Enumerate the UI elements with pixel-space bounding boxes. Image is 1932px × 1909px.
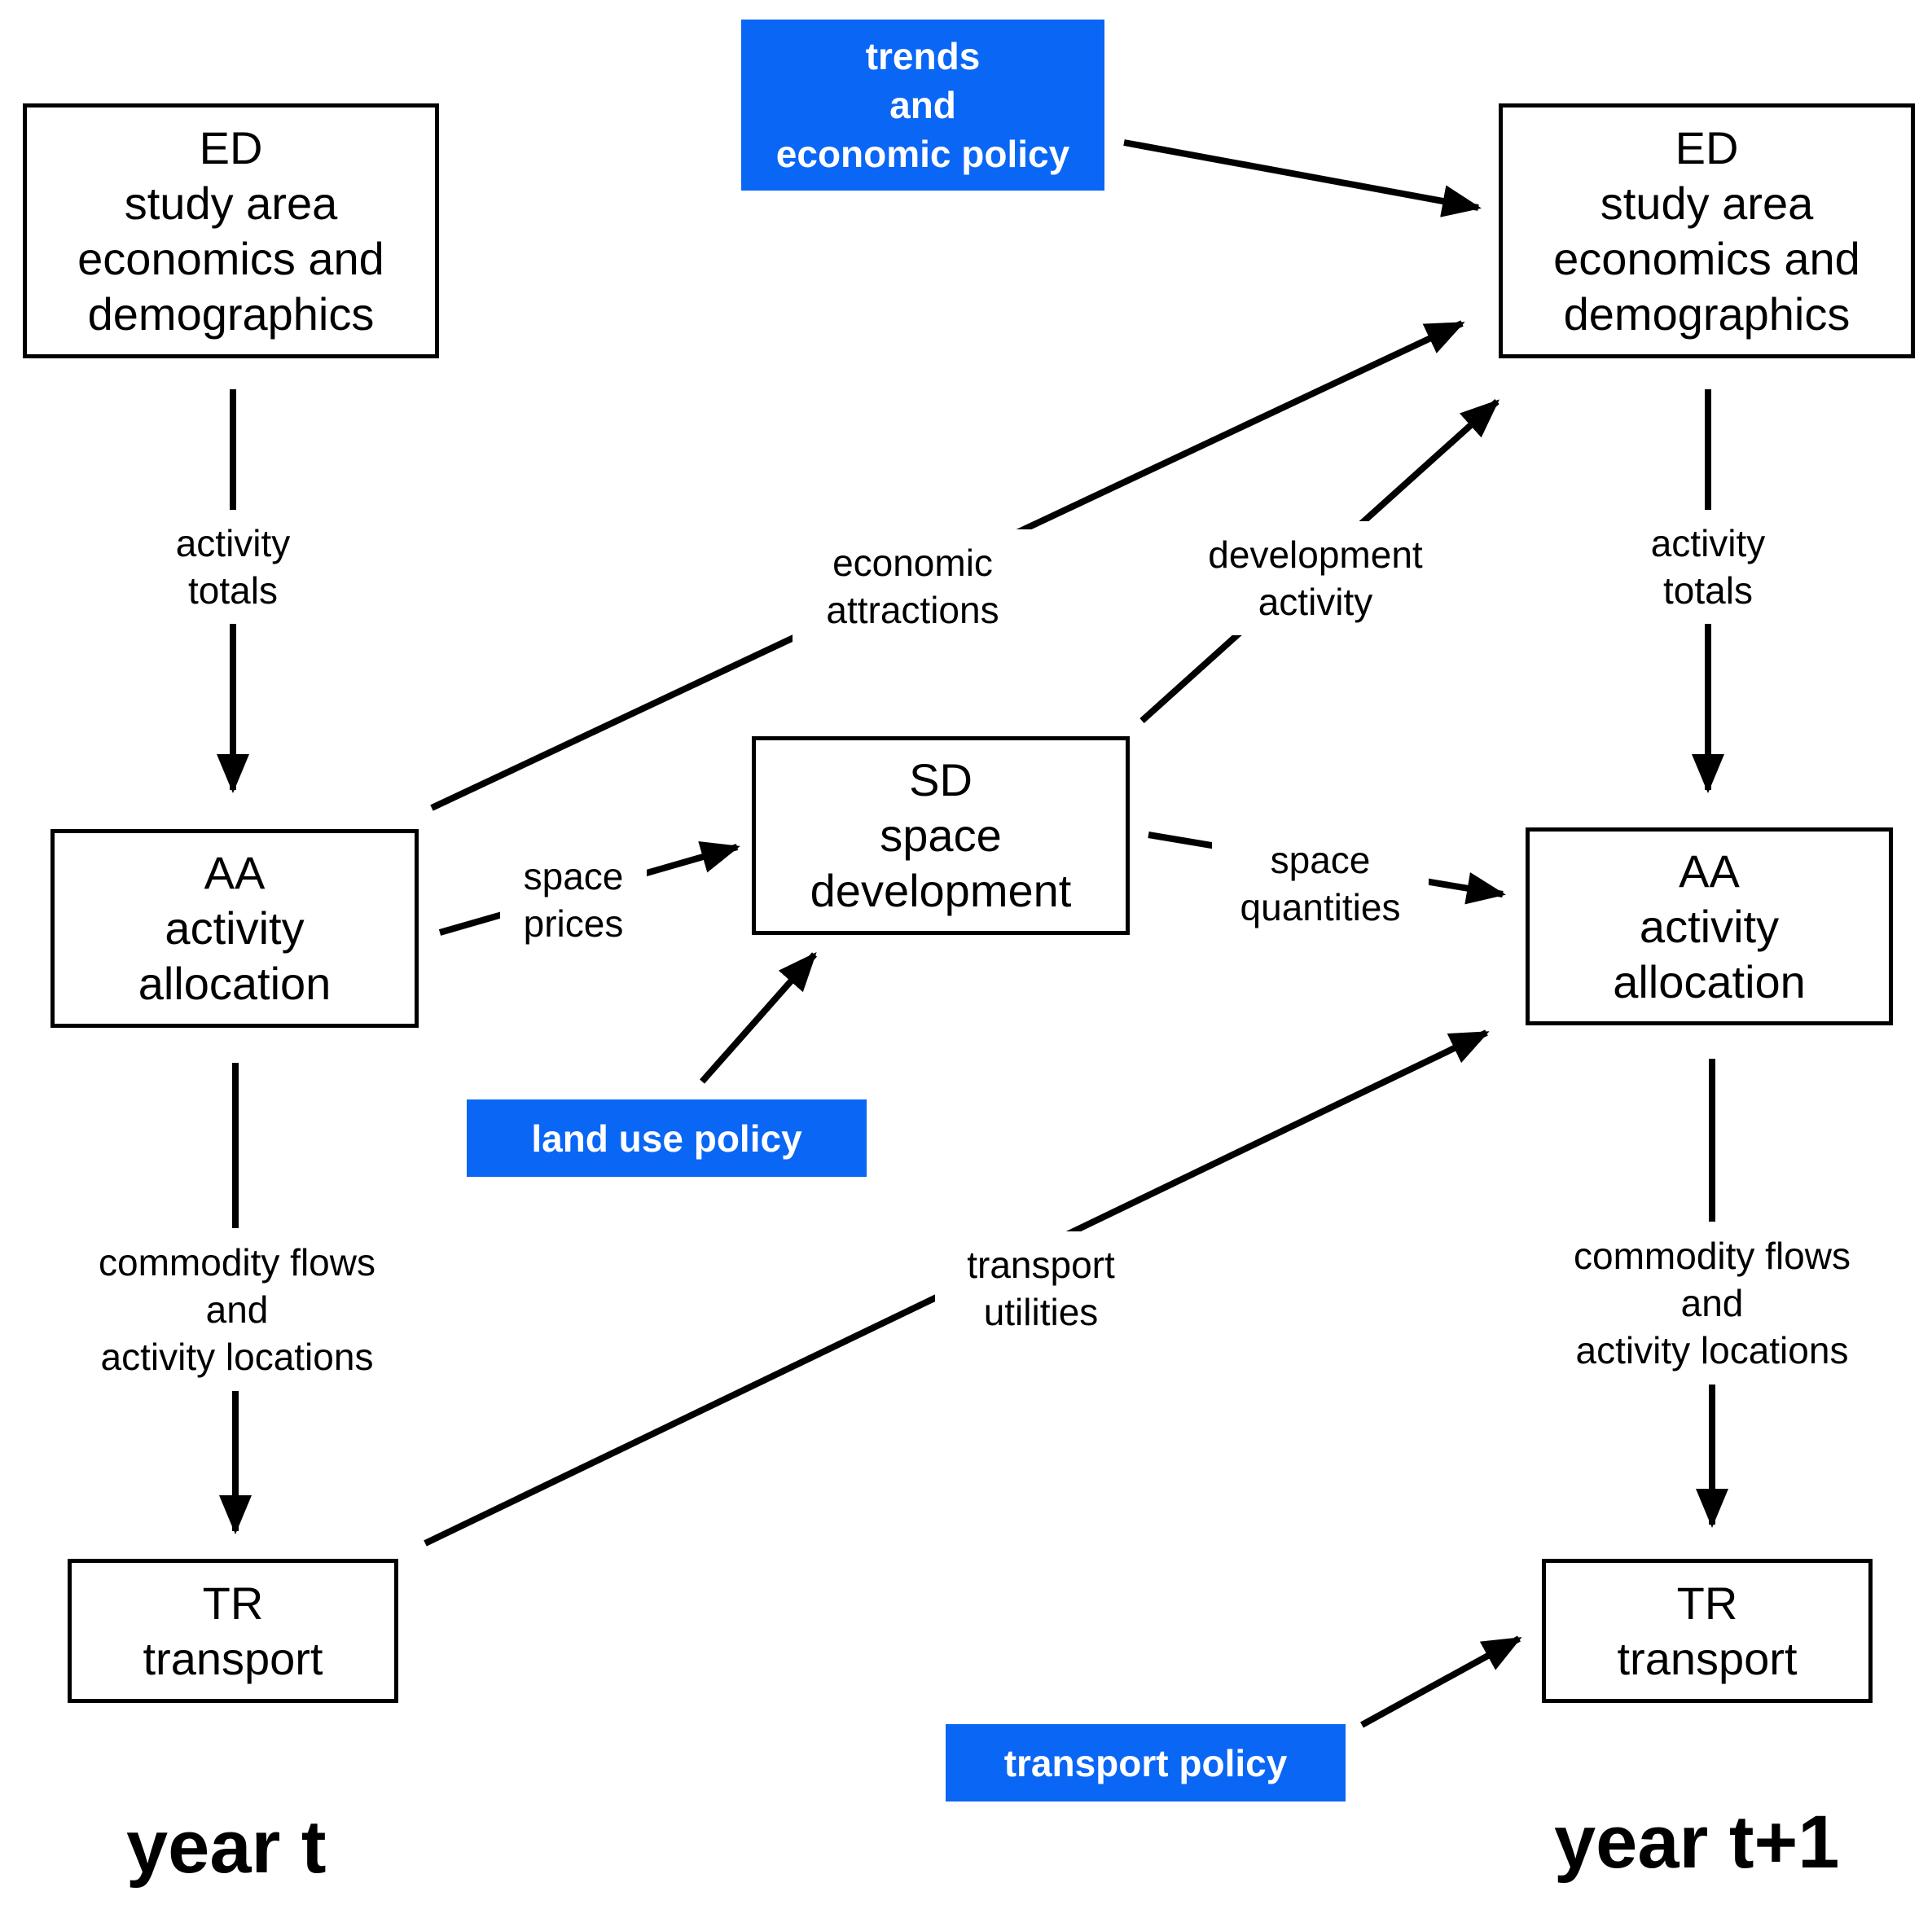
arrow-trends-to-ed-t1 bbox=[1123, 139, 1482, 217]
label-line: activity bbox=[1650, 522, 1766, 564]
aa-box-line: activity bbox=[1639, 900, 1780, 952]
commodity-flows-label-t: commodity flows and activity locations bbox=[78, 1228, 396, 1391]
label-line: utilities bbox=[983, 1291, 1099, 1333]
arrow-transport-policy-to-tr-t1 bbox=[1360, 1635, 1522, 1728]
tr-box-line: transport bbox=[143, 1632, 323, 1684]
label-line: commodity flows bbox=[1574, 1235, 1851, 1277]
policy-line: transport policy bbox=[1003, 1741, 1288, 1784]
ed-box-line: economics and bbox=[77, 232, 384, 284]
label-line: development bbox=[1208, 533, 1423, 576]
label-line: quantities bbox=[1240, 886, 1401, 928]
label-line: commodity flows bbox=[99, 1241, 375, 1284]
label-line: transport bbox=[967, 1244, 1115, 1286]
label-line: activity bbox=[175, 522, 291, 564]
ed-box-line: economics and bbox=[1553, 232, 1860, 284]
label-line: totals bbox=[1663, 569, 1753, 612]
policy-line: and bbox=[889, 84, 956, 126]
year-t1-caption: year t+1 bbox=[1554, 1801, 1840, 1884]
commodity-flows-label-t1: commodity flows and activity locations bbox=[1553, 1222, 1871, 1385]
transport-policy-box: transport policy bbox=[946, 1724, 1346, 1801]
aa-box-year-t: AA activity allocation bbox=[50, 829, 419, 1028]
ed-box-line: ED bbox=[199, 121, 263, 173]
tr-box-year-t1: TR transport bbox=[1542, 1559, 1873, 1703]
policy-line: economic policy bbox=[775, 133, 1070, 175]
ed-box-line: ED bbox=[1675, 121, 1739, 173]
economic-attractions-label: economic attractions bbox=[793, 529, 1033, 643]
tr-box-line: transport bbox=[1617, 1632, 1798, 1684]
policy-line: land use policy bbox=[531, 1117, 802, 1160]
ed-box-year-t: ED study area economics and demographics bbox=[23, 103, 439, 358]
ed-box-line: demographics bbox=[87, 287, 375, 340]
label-line: prices bbox=[523, 902, 624, 945]
ed-box-line: demographics bbox=[1563, 287, 1851, 340]
label-line: space bbox=[1270, 839, 1371, 881]
aa-box-line: AA bbox=[204, 847, 266, 898]
sd-box-line: development bbox=[810, 865, 1072, 916]
trends-policy-box: trends and economic policy bbox=[741, 20, 1104, 191]
activity-totals-label-t1: activity totals bbox=[1627, 510, 1789, 624]
sd-box-line: space bbox=[880, 810, 1002, 861]
aa-box-line: allocation bbox=[138, 958, 332, 1009]
ed-box-year-t1: ED study area economics and demographics bbox=[1499, 103, 1915, 358]
label-line: and bbox=[205, 1288, 269, 1331]
aa-box-line: activity bbox=[165, 902, 305, 954]
label-line: attractions bbox=[826, 589, 999, 631]
tr-box-line: TR bbox=[202, 1577, 264, 1629]
activity-totals-label-t: activity totals bbox=[151, 510, 314, 624]
label-line: and bbox=[1680, 1282, 1744, 1324]
label-line: activity locations bbox=[100, 1336, 374, 1378]
label-line: space bbox=[523, 855, 624, 897]
development-activity-label: development activity bbox=[1193, 521, 1438, 635]
arrow-land-use-to-sd bbox=[700, 952, 817, 1084]
aa-box-year-t1: AA activity allocation bbox=[1526, 827, 1893, 1025]
sd-box: SD space development bbox=[752, 736, 1130, 935]
ed-box-line: study area bbox=[1600, 177, 1814, 229]
label-line: activity locations bbox=[1575, 1329, 1849, 1371]
year-t-caption: year t bbox=[126, 1806, 327, 1889]
aa-box-line: allocation bbox=[1613, 955, 1806, 1007]
tr-box-line: TR bbox=[1676, 1577, 1738, 1629]
ed-box-line: study area bbox=[124, 177, 338, 229]
policy-line: trends bbox=[865, 35, 981, 77]
space-prices-label: space prices bbox=[500, 847, 647, 953]
tr-box-year-t: TR transport bbox=[68, 1559, 398, 1703]
label-line: activity bbox=[1258, 581, 1373, 623]
sd-box-line: SD bbox=[909, 754, 973, 805]
transport-utilities-label: transport utilities bbox=[935, 1231, 1147, 1345]
aa-box-line: AA bbox=[1679, 845, 1740, 897]
label-line: totals bbox=[188, 569, 278, 612]
land-use-policy-box: land use policy bbox=[467, 1099, 867, 1177]
label-line: economic bbox=[832, 542, 993, 584]
space-quantities-label: space quantities bbox=[1212, 831, 1429, 937]
